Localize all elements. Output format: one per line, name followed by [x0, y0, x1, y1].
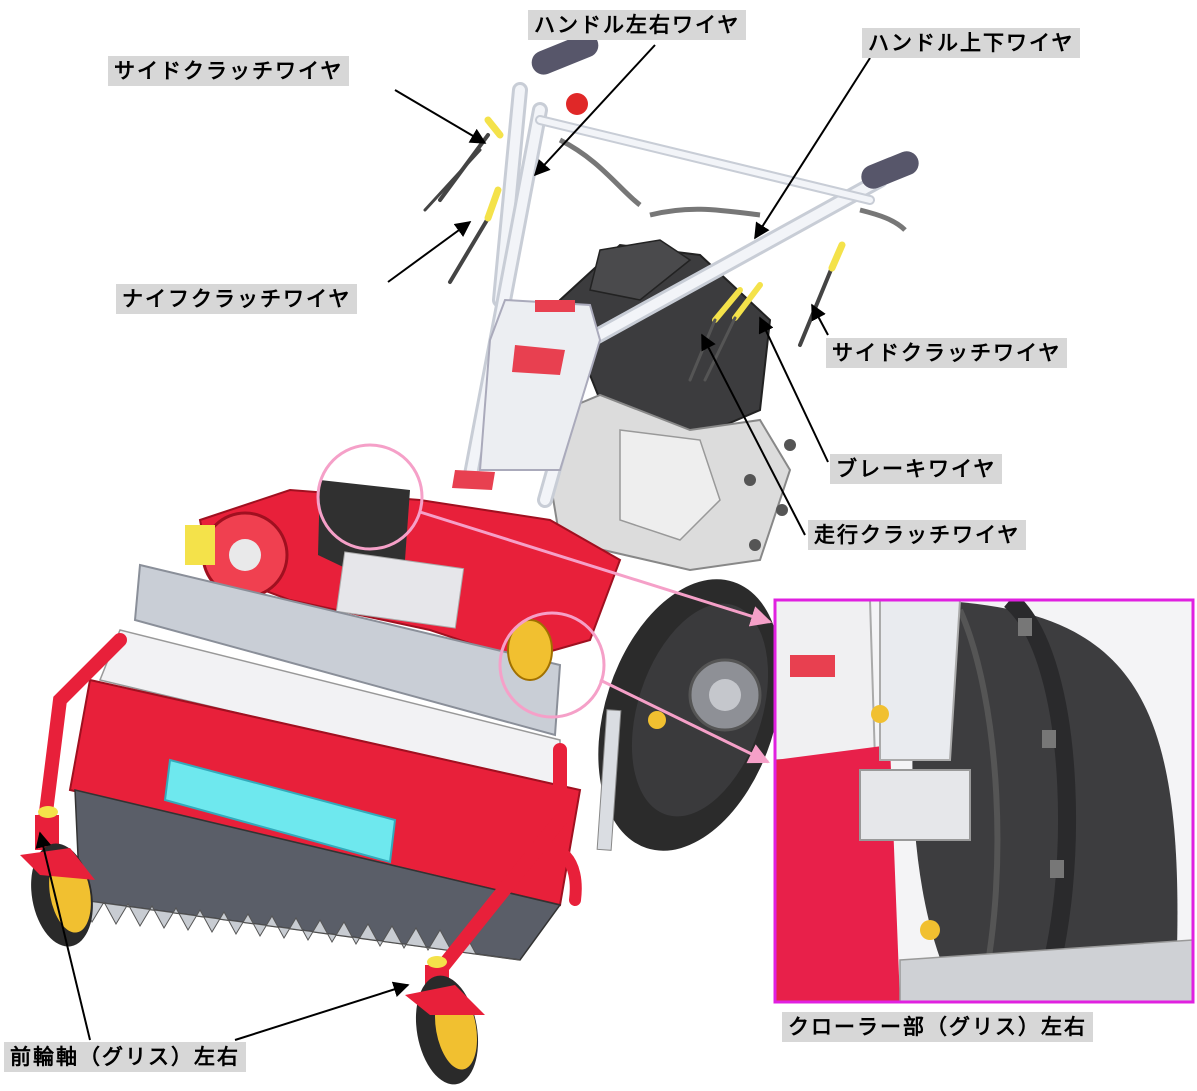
label-handle-lr-wire: ハンドル左右ワイヤ [528, 10, 747, 40]
arrow-handle-ud [754, 57, 871, 240]
label-brake-wire: ブレーキワイヤ [830, 454, 1003, 484]
crawler-track [598, 579, 782, 851]
label-side-clutch-wire-right: サイドクラッチワイヤ [826, 338, 1068, 368]
inset-connector-arrows [419, 510, 773, 764]
handle-control-panel [452, 298, 602, 490]
highlight-circles [316, 443, 606, 719]
support-strut [507, 619, 666, 851]
front-wheel-right [405, 956, 485, 1085]
label-knife-clutch-wire: ナイフクラッチワイヤ [116, 284, 358, 314]
handle-grips [531, 33, 919, 232]
main-body [185, 480, 622, 662]
crawler-detail-inset [773, 598, 1195, 1004]
engine-assembly [538, 239, 796, 572]
leader-arrows [35, 44, 871, 1041]
arrow-side-clutch-left [394, 89, 487, 144]
arrow-handle-lr [533, 44, 656, 177]
arrow-front-axle-left [35, 831, 91, 1041]
label-side-clutch-wire-left: サイドクラッチワイヤ [108, 56, 350, 86]
label-handle-ud-wire: ハンドル上下ワイヤ [862, 28, 1081, 58]
front-guard-frame [38, 633, 582, 977]
label-crawler-grease: クローラー部（グリス）左右 [782, 1012, 1093, 1042]
arrow-knife-clutch [387, 221, 472, 283]
arrow-travel-clutch [701, 333, 806, 536]
label-travel-clutch-wire: 走行クラッチワイヤ [808, 520, 1027, 550]
control-cables [423, 116, 846, 382]
arrow-brake [758, 316, 829, 463]
arrow-front-axle-right [234, 981, 410, 1041]
label-front-axle-grease: 前輪軸（グリス）左右 [4, 1042, 246, 1072]
arrow-side-clutch-right [811, 303, 829, 336]
cutter-housing [68, 563, 582, 961]
